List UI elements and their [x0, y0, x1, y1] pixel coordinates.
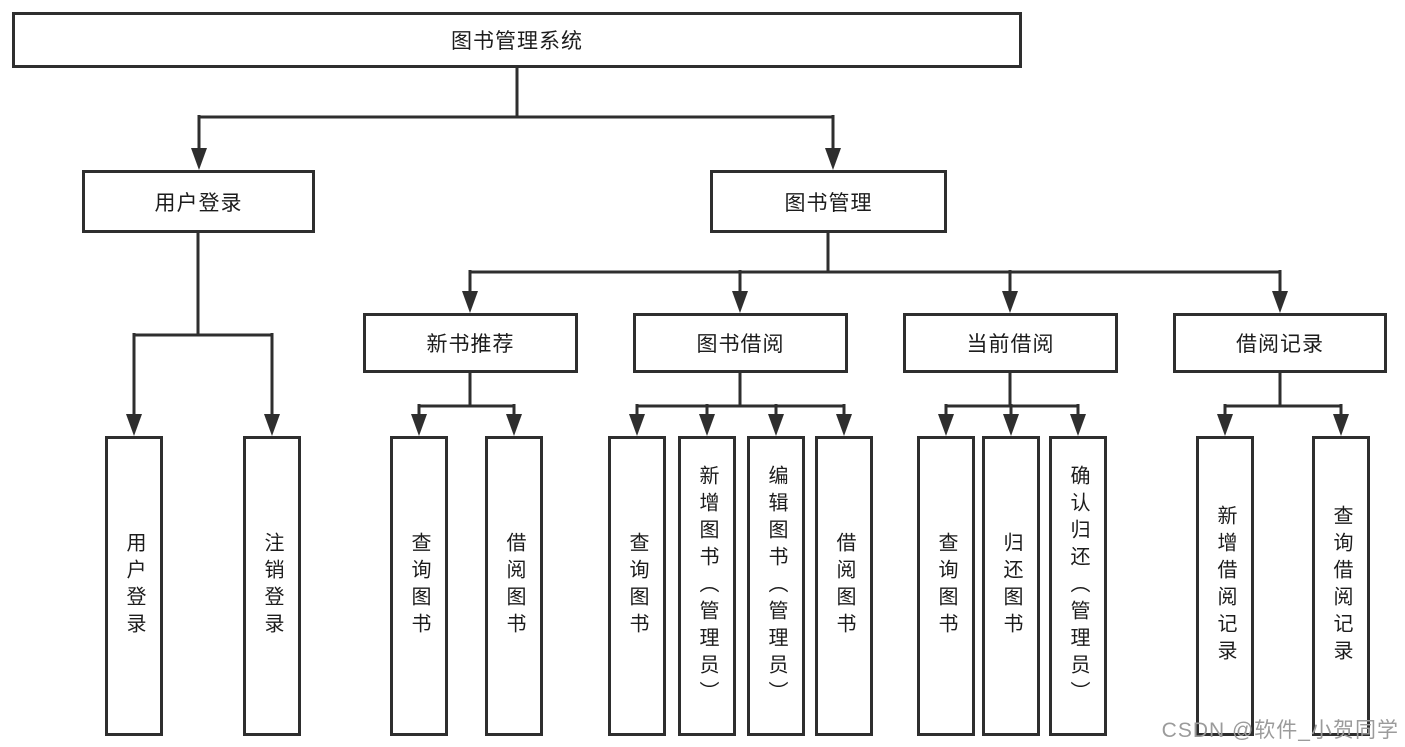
leaf-query-books-1: 查询图书: [390, 436, 448, 736]
leaf-borrow-books-1: 借阅图书: [485, 436, 543, 736]
node-library-management-system: 图书管理系统: [12, 12, 1022, 68]
leaf-confirm-return-admin: 确认归还（管理员）: [1049, 436, 1107, 736]
leaf-add-book-admin: 新增图书（管理员）: [678, 436, 736, 736]
node-label: 图书管理: [784, 191, 873, 215]
node-label: 新书推荐: [426, 333, 515, 356]
node-label: 图书管理系统: [451, 30, 583, 53]
leaf-query-books-2: 查询图书: [608, 436, 666, 736]
leaf-logout: 注销登录: [243, 436, 301, 736]
node-new-book-recommendation: 新书推荐: [363, 313, 578, 373]
leaf-borrow-books-2: 借阅图书: [815, 436, 873, 736]
node-label: 借阅记录: [1236, 333, 1324, 356]
node-label: 图书借阅: [696, 333, 785, 356]
node-user-login: 用户登录: [82, 170, 315, 233]
leaf-add-borrow-record: 新增借阅记录: [1196, 436, 1254, 736]
node-book-management: 图书管理: [710, 170, 947, 233]
node-borrowing-records: 借阅记录: [1173, 313, 1387, 373]
leaf-query-books-3: 查询图书: [917, 436, 975, 736]
node-current-borrowing: 当前借阅: [903, 313, 1118, 373]
node-label: 用户登录: [154, 191, 243, 215]
watermark-csdn: CSDN @软件_小贺同学: [1161, 719, 1399, 742]
node-label: 当前借阅: [966, 333, 1055, 356]
leaf-return-books: 归还图书: [982, 436, 1040, 736]
leaf-edit-book-admin: 编辑图书（管理员）: [747, 436, 805, 736]
leaf-query-borrow-record: 查询借阅记录: [1312, 436, 1370, 736]
leaf-user-login: 用户登录: [105, 436, 163, 736]
node-book-borrowing: 图书借阅: [633, 313, 848, 373]
